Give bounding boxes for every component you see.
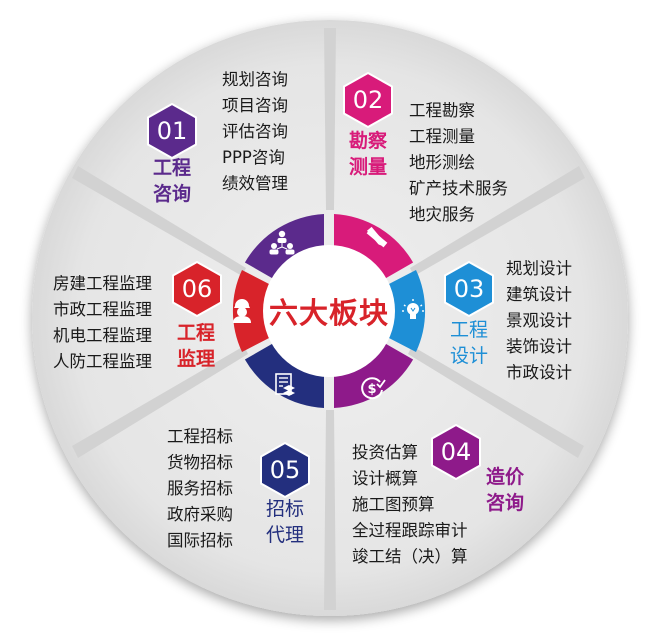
hexagon-icon: [260, 442, 310, 498]
module-02-number: 02: [352, 86, 384, 114]
list-item: 工程测量: [409, 127, 475, 146]
module-05-number: 05: [269, 456, 301, 484]
pencil-ruler-icon: [366, 226, 388, 248]
module-03-title-line: 设计: [449, 345, 488, 367]
list-item: 国际招标: [167, 531, 233, 550]
svg-text:$: $: [367, 382, 376, 397]
hexagon-icon: [147, 103, 197, 159]
module-05-title-line: 招标: [265, 498, 304, 520]
ring-segment-04[interactable]: [334, 343, 414, 408]
hexagon-icon: [172, 261, 222, 317]
module-01-title-line: 工程: [152, 157, 191, 179]
list-item: 市政工程监理: [53, 300, 152, 319]
list-item: 景观设计: [506, 311, 572, 330]
module-05-title: 招标 代理: [257, 496, 313, 548]
list-item: 评估咨询: [222, 122, 288, 141]
ring-segment-05[interactable]: [244, 343, 324, 408]
center-circle: [263, 245, 395, 377]
list-item: 市政设计: [506, 363, 572, 382]
document-stack-icon: [275, 373, 295, 396]
list-item: 服务招标: [167, 479, 233, 498]
list-item: 全过程跟踪审计: [352, 521, 468, 540]
list-item: 机电工程监理: [53, 326, 152, 345]
module-04-title: 造价 咨询: [477, 464, 533, 516]
list-item: 人防工程监理: [53, 352, 152, 371]
list-item: 规划咨询: [222, 70, 288, 89]
list-item: 货物招标: [167, 453, 233, 472]
module-04-number: 04: [440, 438, 472, 466]
hexagon-icon: [444, 261, 494, 317]
module-05-badge[interactable]: 05: [259, 442, 311, 498]
inner-ring: [232, 214, 426, 408]
list-item: 投资估算: [352, 443, 418, 462]
module-03-list: 规划设计 建筑设计 景观设计 装饰设计 市政设计: [506, 256, 572, 386]
module-06-badge[interactable]: 06: [171, 261, 223, 317]
module-06-title: 工程 监理: [168, 320, 224, 372]
module-06-title-line: 监理: [176, 348, 215, 370]
list-item: PPP咨询: [222, 148, 285, 167]
people-network-icon: [269, 230, 295, 255]
module-02-title-line: 测量: [348, 156, 387, 178]
hexagon-icon: [343, 72, 393, 128]
module-04-title-line: 造价: [485, 466, 524, 488]
ring-segment-02[interactable]: [334, 214, 414, 279]
module-02-badge[interactable]: 02: [342, 72, 394, 128]
module-01-badge[interactable]: 01: [146, 103, 198, 159]
ring-segment-06[interactable]: [232, 270, 271, 352]
list-item: 房建工程监理: [53, 274, 152, 293]
hardhat-worker-icon: [233, 299, 251, 323]
module-03-title: 工程 设计: [441, 317, 497, 369]
list-item: 建筑设计: [506, 285, 572, 304]
module-03-title-line: 工程: [449, 319, 488, 341]
list-item: 政府采购: [167, 505, 233, 524]
list-item: 装饰设计: [506, 337, 572, 356]
module-01-list: 规划咨询 项目咨询 评估咨询 PPP咨询 绩效管理: [222, 67, 288, 197]
module-01-number: 01: [156, 117, 188, 145]
module-03-badge[interactable]: 03: [443, 261, 495, 317]
module-06-number: 06: [181, 275, 213, 303]
module-04-list: 投资估算 设计概算 施工图预算 全过程跟踪审计 竣工结（决）算: [352, 440, 468, 570]
module-01-title: 工程 咨询: [144, 155, 200, 207]
module-02-title: 勘察 测量: [340, 128, 396, 180]
module-05-list: 工程招标 货物招标 服务招标 政府采购 国际招标: [167, 424, 233, 554]
ring-segment-03[interactable]: [387, 270, 426, 352]
module-02-title-line: 勘察: [348, 130, 387, 152]
list-item: 竣工结（决）算: [352, 547, 468, 566]
list-item: 地形测绘: [409, 153, 475, 172]
list-item: 规划设计: [506, 259, 572, 278]
ring-segment-01[interactable]: [244, 214, 324, 279]
separators: [72, 28, 585, 610]
list-item: 项目咨询: [222, 96, 288, 115]
list-item: 设计概算: [352, 469, 418, 488]
module-05-title-line: 代理: [265, 524, 304, 546]
module-03-number: 03: [453, 275, 485, 303]
list-item: 工程招标: [167, 427, 233, 446]
list-item: 施工图预算: [352, 495, 435, 514]
center-title: 六大板块: [268, 296, 389, 330]
module-06-list: 房建工程监理 市政工程监理 机电工程监理 人防工程监理: [53, 271, 152, 375]
list-item: 矿产技术服务: [409, 179, 508, 198]
lightbulb-icon: [402, 299, 424, 319]
list-item: 绩效管理: [222, 174, 288, 193]
module-01-title-line: 咨询: [152, 183, 191, 205]
dollar-cycle-icon: $: [361, 377, 386, 400]
list-item: 工程勘察: [409, 101, 475, 120]
hexagon-icon: [431, 424, 481, 480]
module-02-list: 工程勘察 工程测量 地形测绘 矿产技术服务 地灾服务: [409, 98, 508, 228]
module-04-title-line: 咨询: [485, 492, 524, 514]
module-04-badge[interactable]: 04: [430, 424, 482, 480]
module-06-title-line: 工程: [176, 322, 215, 344]
list-item: 地灾服务: [409, 205, 475, 224]
